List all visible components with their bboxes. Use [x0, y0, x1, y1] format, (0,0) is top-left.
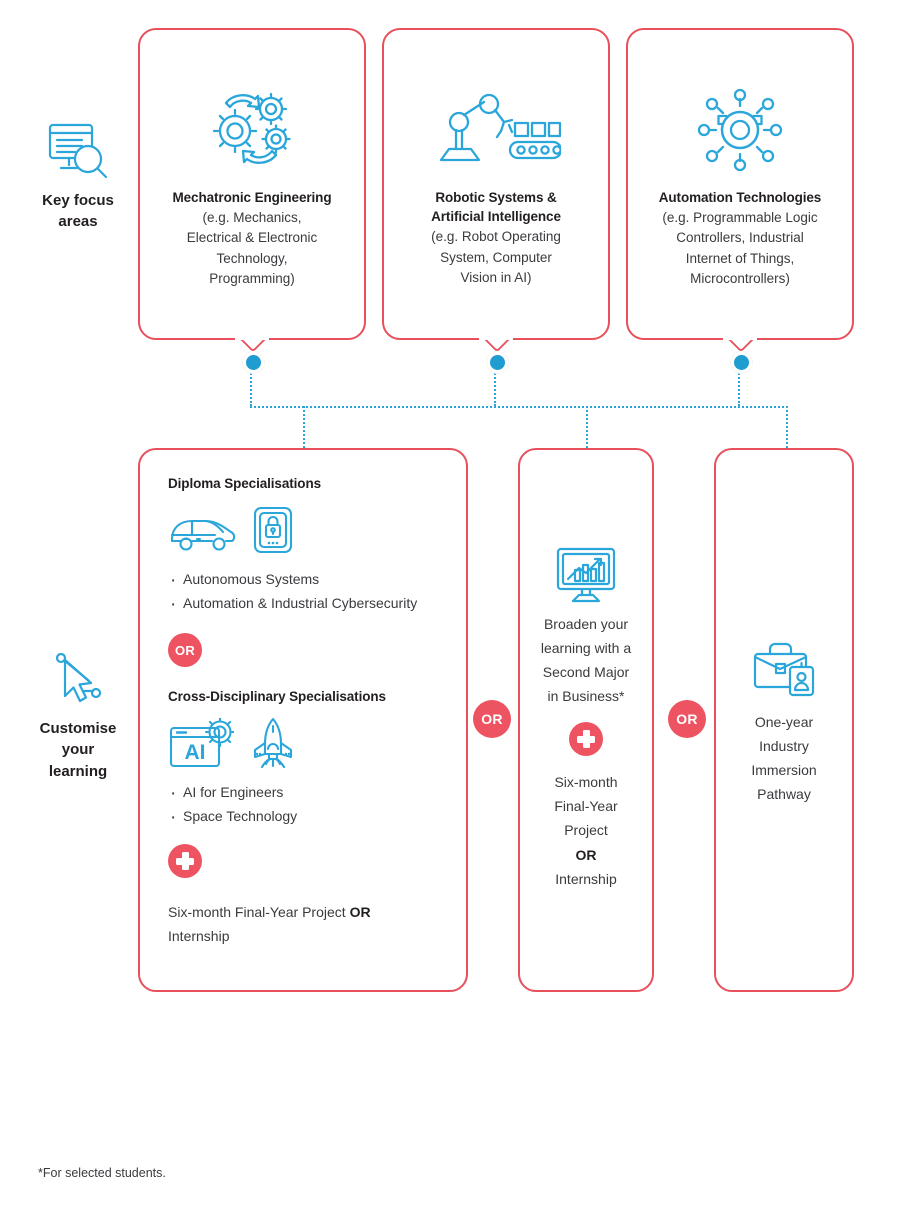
card-title: Mechatronic Engineering [172, 190, 332, 205]
robot-arm-conveyor-icon [384, 82, 608, 178]
footer-note-text-c: Internship [168, 928, 230, 945]
card-subtitle: (e.g. Mechanics, Electrical & Electronic… [140, 208, 364, 289]
connector-horizontal-bus [250, 406, 788, 408]
connector-node-dot [731, 352, 752, 373]
card-title: Robotic Systems & Artificial Intelligenc… [384, 188, 608, 226]
text-line: Broaden your [543, 616, 629, 632]
subtitle-line: Vision in AI) [460, 269, 532, 285]
text-line-or: OR [554, 843, 617, 867]
subtitle-line: Microcontrollers) [690, 270, 790, 286]
second-major-text: Broaden your learning with a Second Majo… [541, 612, 631, 708]
text-line: learning with a [540, 640, 632, 657]
title-line: Artificial Intelligence [431, 209, 561, 225]
footer-note-or: OR [349, 904, 371, 921]
monitor-chart-icon [555, 546, 617, 604]
rail-custom-line-3: learning [48, 762, 108, 780]
second-major-project-text: Six-month Final-Year Project OR Internsh… [554, 770, 617, 890]
connector-drop-2 [586, 406, 588, 448]
subtitle-line: (e.g. Mechanics, [202, 210, 302, 226]
card-second-major-business[interactable]: Broaden your learning with a Second Majo… [518, 448, 654, 992]
subtitle-line: (e.g. Robot Operating [431, 229, 561, 245]
rocket-icon [248, 716, 298, 770]
rail-label-line-2: areas [58, 213, 98, 231]
text-line: in Business* [547, 688, 625, 705]
connector-drop-3 [786, 406, 788, 448]
rail-key-focus-areas: Key focus areas [18, 120, 138, 233]
cross-disciplinary-bullet-list: AI for Engineers Space Technology [168, 778, 438, 835]
card-robotic-systems-ai[interactable]: Robotic Systems & Artificial Intelligenc… [382, 28, 610, 340]
text-line: Six-month [554, 774, 618, 791]
footer-note-text-a: Six-month Final-Year Project [168, 904, 350, 921]
connector-vertical-2 [494, 366, 496, 406]
text-line: Second Major [542, 664, 630, 681]
or-badge-between-cards: OR [668, 700, 706, 738]
car-icon [168, 513, 238, 555]
subtitle-line: Internet of Things, [685, 250, 795, 266]
rail-customise-label: Customise your learning [18, 718, 138, 782]
connector-node-dot [487, 352, 508, 373]
subtitle-line: Controllers, Industrial [676, 230, 804, 246]
subtitle-line: Technology, [216, 250, 288, 266]
text-line: Internship [555, 870, 617, 887]
text-line: Immersion [751, 762, 817, 779]
gear-network-icon [628, 82, 852, 178]
document-search-icon [18, 120, 138, 182]
rail-custom-line-1: Customise [39, 720, 117, 737]
text-line: Project [564, 822, 608, 839]
ai-window-icon: AI [168, 718, 234, 770]
list-item: Space Technology [168, 802, 438, 835]
text-line: Pathway [757, 786, 811, 803]
connector-drop-1 [303, 406, 305, 448]
or-badge-inline: OR [168, 633, 202, 668]
card-subtitle: (e.g. Programmable Logic Controllers, In… [628, 208, 852, 289]
subtitle-line: Programming) [209, 270, 295, 286]
plus-badge-icon [569, 722, 603, 757]
or-badge-between-cards: OR [473, 700, 511, 738]
diploma-bullet-list: Autonomous Systems Automation & Industri… [168, 565, 438, 622]
text-line: One-year [754, 714, 814, 730]
rail-customise-your-learning: Customise your learning [18, 648, 138, 782]
subtitle-line: Electrical & Electronic [186, 230, 318, 246]
connector-vertical-1 [250, 366, 252, 406]
subtitle-line: System, Computer [440, 249, 552, 265]
section-title-cross-disciplinary: Cross-Disciplinary Specialisations [168, 689, 386, 705]
lock-tablet-icon [252, 505, 294, 555]
industry-pathway-text: One-year Industry Immersion Pathway [751, 710, 816, 806]
rail-custom-line-2: your [61, 741, 95, 759]
connector-vertical-3 [738, 366, 740, 406]
rail-key-focus-areas-label: Key focus areas [18, 190, 138, 233]
cursor-arrow-icon [18, 648, 138, 710]
card-diploma-specialisations[interactable]: Diploma Specialisations [138, 448, 468, 992]
card-title: Automation Technologies [658, 190, 822, 205]
gears-cycle-icon [140, 82, 364, 178]
card-mechatronic-engineering[interactable]: Mechatronic Engineering (e.g. Mechanics,… [138, 28, 366, 340]
list-item: Autonomous Systems [168, 565, 438, 598]
footnote: *For selected students. [38, 1166, 166, 1180]
svg-text:AI: AI [185, 741, 206, 764]
subtitle-line: (e.g. Programmable Logic [662, 210, 818, 226]
plus-badge-icon [168, 844, 202, 879]
connector-node-dot [243, 352, 264, 373]
list-item: Automation & Industrial Cybersecurity [168, 589, 438, 622]
rail-label-line-1: Key focus [42, 192, 114, 209]
card-subtitle: (e.g. Robot Operating System, Computer V… [384, 227, 608, 288]
text-line: Industry [759, 738, 809, 755]
or-text: OR [575, 846, 597, 863]
card-industry-immersion-pathway[interactable]: One-year Industry Immersion Pathway [714, 448, 854, 992]
diploma-footer-note: Six-month Final-Year Project OR Internsh… [168, 900, 438, 948]
briefcase-badge-icon [750, 640, 818, 698]
title-line: Robotic Systems & [435, 190, 557, 205]
text-line: Final-Year [554, 798, 618, 815]
list-item: AI for Engineers [168, 778, 438, 811]
card-automation-technologies[interactable]: Automation Technologies (e.g. Programmab… [626, 28, 854, 340]
section-title-diploma: Diploma Specialisations [168, 476, 321, 491]
